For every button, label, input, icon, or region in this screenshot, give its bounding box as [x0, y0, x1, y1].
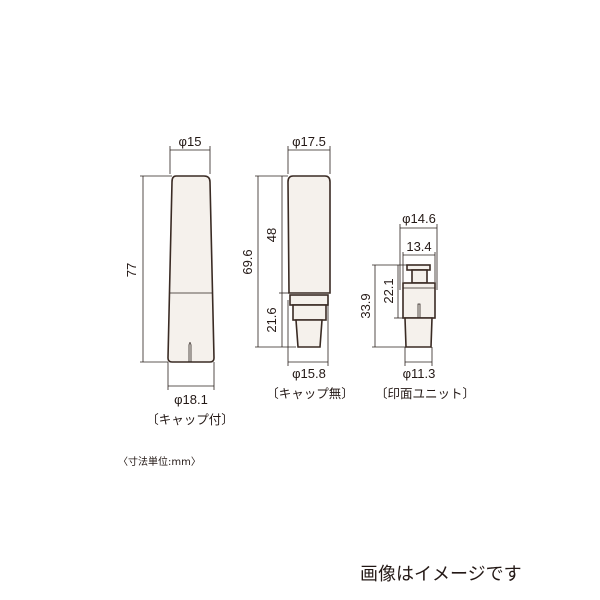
image-disclaimer: 画像はイメージです: [360, 564, 522, 585]
caption-with-cap: 〔キャップ付〕: [146, 412, 234, 427]
dim-bottom-diameter: φ18.1: [174, 392, 208, 407]
dim-top-diameter: φ17.5: [292, 134, 326, 149]
dim-bottom-diameter: φ11.3: [403, 366, 436, 381]
dim-lower-height: 21.6: [264, 307, 279, 332]
caption-stamp-unit: 〔印面ユニット〕: [375, 386, 475, 401]
dim-outer-diameter: φ14.6: [402, 211, 436, 226]
stamp-body: [287, 175, 331, 294]
dim-upper-height: 48: [264, 228, 279, 242]
figure-with-cap: φ15 77 φ18.1 〔キャップ付〕: [124, 134, 234, 427]
figure-stamp-unit: φ14.6 13.4 33.9 22.1 φ11.3 〔印面ユニット〕: [358, 211, 475, 401]
figure-without-cap: φ17.5 69.6 48 21.6 φ15.8 〔キャップ無〕: [240, 134, 354, 401]
dim-upper-height: 22.1: [381, 278, 396, 303]
caption-without-cap: 〔キャップ無〕: [266, 386, 354, 401]
dim-total-height: 69.6: [240, 249, 255, 274]
dim-bottom-diameter: φ15.8: [292, 366, 326, 381]
dim-top-diameter: φ15: [179, 134, 202, 149]
dim-height: 77: [124, 263, 139, 277]
stamp-with-cap-body: [167, 175, 215, 363]
dim-total-height: 33.9: [358, 293, 373, 318]
dim-inner-width: 13.4: [406, 239, 431, 254]
unit-note: 〈寸法単位:mm〉: [118, 457, 201, 468]
